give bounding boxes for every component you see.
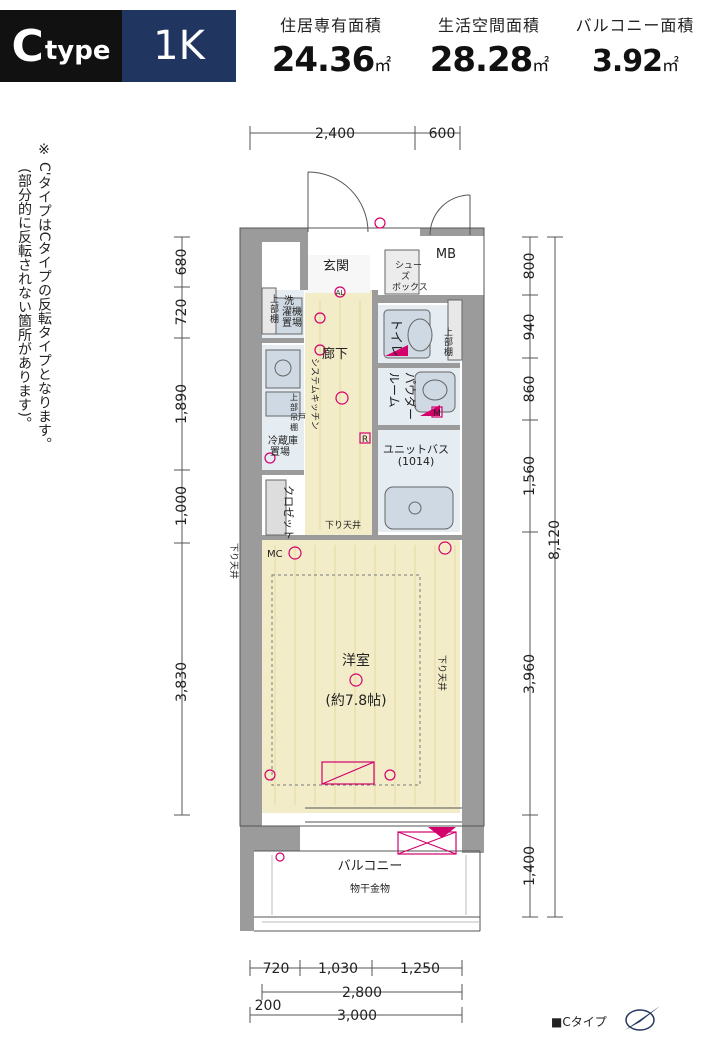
dimension-lines xyxy=(174,126,563,1023)
shoebox-label-3: ボックス xyxy=(392,282,428,293)
powder-label-2: ルーム xyxy=(387,372,401,408)
drop-ceiling-label-right: 下り天井 xyxy=(436,655,448,691)
shoebox-label-2: ズ xyxy=(401,270,410,282)
corridor-label: 廊下 xyxy=(322,346,348,362)
shoebox-label-1: シュー xyxy=(395,261,422,271)
laundry-label-3: 置場 xyxy=(282,316,302,329)
dim-top-1: 2,400 xyxy=(315,126,355,142)
upper-cab-label-c1: 上 xyxy=(290,393,298,402)
living-area: 生活空間面積 28.28㎡ xyxy=(420,12,558,80)
note-line1: C'タイプはCタイプの反転タイプとなります。 xyxy=(36,162,52,452)
powder-accent-icon xyxy=(420,405,440,416)
compass-icon xyxy=(625,1006,660,1031)
upper-cab-label-b2: 部 xyxy=(444,336,453,348)
dim-left-1: 680 xyxy=(174,249,190,276)
laundry-label-1: 洗 xyxy=(284,295,294,307)
private-area-unit: ㎡ xyxy=(374,56,391,76)
dim-left-4: 1,000 xyxy=(174,486,190,526)
drop-ceiling-label: 下り天井 xyxy=(325,519,361,531)
dim-right-total: 8,120 xyxy=(547,520,563,560)
note-mark: ※ xyxy=(36,142,52,158)
type-letter: C xyxy=(11,20,44,72)
dim-right-2: 940 xyxy=(522,314,538,341)
dim-bottom-3: 1,250 xyxy=(400,961,440,977)
western-room-size: (約7.8帖) xyxy=(325,693,386,709)
powder-label-1: パウダー xyxy=(403,372,418,420)
upper-cab-label-3: 棚 xyxy=(270,313,279,325)
private-area-label: 住居専有面積 xyxy=(279,16,382,35)
balcony-area: バルコニー面積 3.92㎡ xyxy=(570,12,700,79)
dim-right-5: 3,960 xyxy=(522,654,538,694)
dim-bottom-row2: 2,800 xyxy=(342,985,382,1001)
electrical-symbols xyxy=(264,217,457,862)
dim-right-4: 1,560 xyxy=(522,456,538,496)
living-area-unit: ㎡ xyxy=(532,56,549,76)
dim-bottom-2: 1,030 xyxy=(318,961,358,977)
dim-top-2: 600 xyxy=(429,126,456,142)
balcony-label: バルコニー xyxy=(338,859,403,874)
dim-left-2: 720 xyxy=(174,299,190,326)
balcony-area-label: バルコニー面積 xyxy=(575,16,695,35)
room-labels: 玄関 シュー ズ ボックス MB 廊下 上 部 棚 洗 濯機 置場 トイレ 上 … xyxy=(228,247,456,895)
upper-cab-label-c3: 吊戸 xyxy=(290,413,306,422)
toilet-label: トイレ xyxy=(388,318,403,357)
upper-cab-label-b1: 上 xyxy=(444,327,453,338)
upper-cab-label-1: 上 xyxy=(270,294,279,305)
western-room-label: 洋室 xyxy=(342,652,370,669)
type-suffix: type xyxy=(44,36,111,66)
fridge-label-1: 冷蔵庫 xyxy=(268,434,298,447)
entrance-door xyxy=(307,171,471,236)
living-area-label: 生活空間面積 xyxy=(437,16,540,35)
dim-right-3: 860 xyxy=(522,376,538,403)
private-area: 住居専有面積 24.36㎡ xyxy=(262,12,400,80)
laundry-label-2: 濯機 xyxy=(282,305,302,318)
upper-cab-label-c4: 棚 xyxy=(290,422,298,432)
drop-ceiling-outline xyxy=(271,574,421,786)
outdoor-unit-icon xyxy=(428,827,456,838)
dim-bottom-row3-left: 200 xyxy=(255,998,282,1014)
fixtures xyxy=(261,249,463,536)
fridge-label-2: 置場 xyxy=(270,445,290,458)
type-footer-label: ■Cタイプ xyxy=(551,1015,607,1029)
western-room-floor xyxy=(262,538,460,813)
mb-label: MB xyxy=(436,247,456,262)
dim-right-1: 800 xyxy=(522,253,538,280)
closet-label: クロゼット xyxy=(282,485,295,540)
note-line2: (部分的に反転されない箇所があります)。 xyxy=(16,168,32,431)
dimension-labels: 2,400 600 680 720 1,890 1,000 3,830 800 … xyxy=(174,126,563,1024)
entrance-label: 玄関 xyxy=(323,259,349,274)
dim-left-5: 3,830 xyxy=(174,662,190,702)
floor-pattern xyxy=(274,300,456,805)
m-label: M xyxy=(433,409,441,419)
r-label: R xyxy=(362,435,368,445)
dim-bottom-row3: 3,000 xyxy=(337,1008,377,1024)
al-label: AL xyxy=(336,289,345,297)
upper-cab-label-c2: 部 xyxy=(290,402,298,412)
balcony-railing xyxy=(262,855,480,923)
dim-left-3: 1,890 xyxy=(174,384,190,424)
kitchen-label: システムキッチン xyxy=(309,358,320,430)
walls xyxy=(240,228,484,931)
entrance-floor xyxy=(305,255,370,293)
upper-cab-label-b3: 棚 xyxy=(444,346,453,358)
outlines xyxy=(239,227,485,932)
dim-right-6: 1,400 xyxy=(522,846,538,886)
dim-bottom-1: 720 xyxy=(263,961,290,977)
drop-ceiling-label-left: 下り天井 xyxy=(228,543,240,579)
unit-bath-label-2: (1014) xyxy=(398,455,435,468)
drying-hardware-label: 物干金物 xyxy=(350,882,390,895)
balcony-area-value: 3.92 xyxy=(591,44,663,79)
unit-bath-label-1: ユニットバス xyxy=(383,443,449,456)
toilet-accent-icon xyxy=(385,345,408,356)
private-area-value: 24.36 xyxy=(271,40,376,80)
upper-cab-label-2: 部 xyxy=(270,303,279,315)
layout-badge: 1K xyxy=(122,10,236,82)
balcony-area-unit: ㎡ xyxy=(662,56,679,76)
living-area-value: 28.28 xyxy=(429,40,534,80)
mc-label: MC xyxy=(267,549,283,560)
